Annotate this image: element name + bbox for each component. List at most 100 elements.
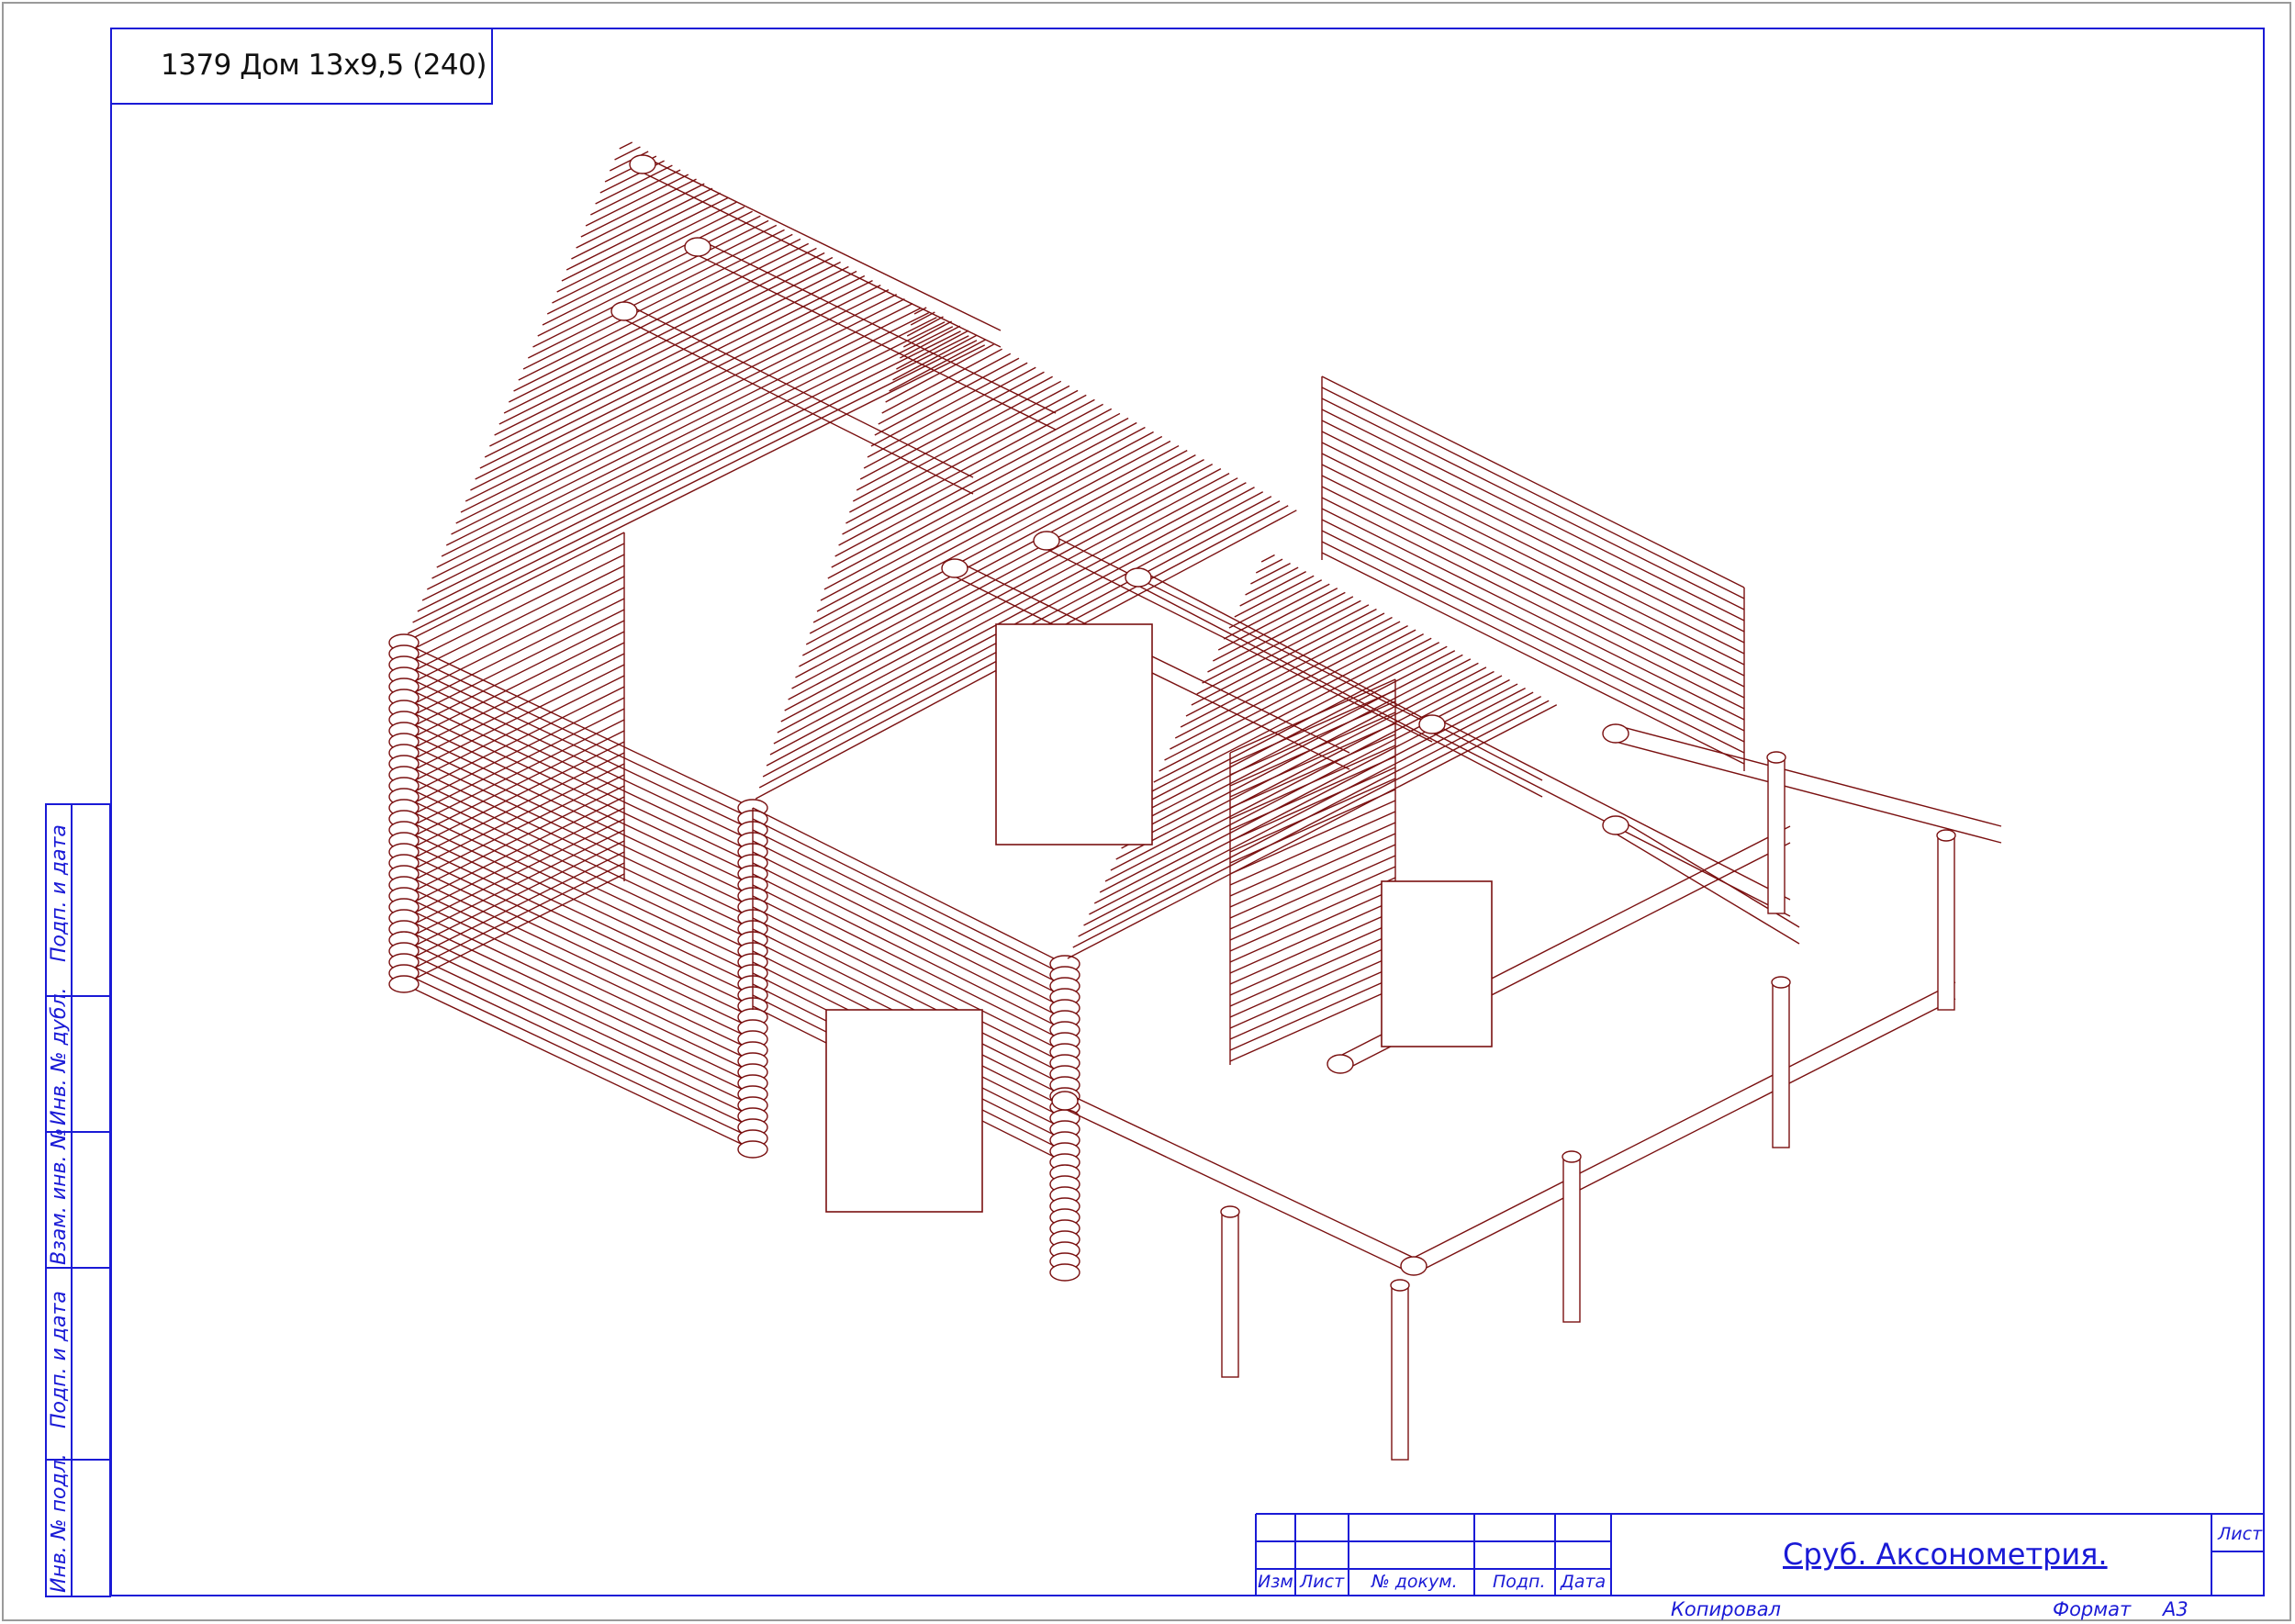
rear-gable-log [881,348,1002,414]
annex-wall-log [1229,910,1396,985]
annex-wall-log [1229,932,1396,1007]
front-center-wall-log [752,895,1066,1053]
rear-gable-log [896,330,969,370]
ridge-beam [642,155,1002,331]
rear-gable-log [827,417,1129,579]
porch-gable-log [1115,666,1487,860]
main-gable-log [470,284,881,491]
front-left-wall-log [403,917,754,1084]
front-left-wall-log [403,719,754,886]
front-left-wall-log [403,818,754,985]
front-left-wall-log [403,774,754,941]
annex-side-wall-log [1321,398,1745,610]
front-left-wall-log [403,873,754,1040]
porch-gable-log [1196,604,1370,695]
front-left-wall-log [403,895,754,1062]
drawing-title: Сруб. Аксонометрия. [1783,1537,2108,1572]
front-left-wall-log [403,906,754,1073]
left-side-wall-log [403,719,625,831]
porch-post-6-top [1766,751,1786,764]
main-gable-log [580,178,697,238]
main-gable-log [561,196,729,282]
left-side-wall-log [403,554,625,666]
annex-wall-log [1229,689,1396,765]
annex-side-wall-log [1321,409,1745,622]
main-gable-log [546,210,753,315]
corner-log-ends-right [1049,1263,1080,1282]
front-center-wall-log [752,851,1066,1009]
rear-gable-log [900,325,961,359]
door-opening-center [995,623,1153,846]
front-left-wall-log [403,741,754,908]
left-side-wall-log [403,851,625,963]
front-left-wall-log [403,928,754,1095]
porch-gable-log [1083,691,1534,926]
rear-gable-log [867,366,1036,458]
rear-gable-log [799,454,1196,667]
sheet-label: Лист [2218,1524,2263,1544]
annex-side-wall-log [1321,519,1745,732]
main-gable-log [552,206,745,304]
rear-gable-log [773,487,1255,745]
front-left-wall-log [403,807,754,974]
rear-gable-log [856,380,1062,491]
front-left-wall-log [403,675,754,842]
porch-gable-log [1255,558,1283,574]
main-gable-log [565,192,722,271]
main-gable-log [595,164,673,205]
main-gable-log [475,279,873,480]
front-left-wall-log [403,983,754,1150]
main-gable-log [426,326,954,590]
annex-side-wall-log [1321,453,1745,666]
annex-wall-log [1229,976,1396,1051]
rear-gable-log [889,339,986,392]
main-gable-log [576,183,705,249]
format-label: Формат [2053,1598,2132,1620]
main-gable-log [441,312,929,557]
front-left-wall-log [403,840,754,1007]
annex-wall-log [1229,734,1396,809]
main-gable-log [522,233,793,370]
front-left-wall-log [403,851,754,1018]
porch-gable-log [1228,579,1323,629]
front-left-wall-log [403,708,754,875]
annex-wall-log [1229,965,1396,1040]
purlin-beam-6-end [1418,714,1446,734]
left-side-wall-log [403,653,625,765]
main-gable-log [484,270,857,458]
annex-wall-log [1229,954,1396,1029]
front-left-wall-log [403,686,754,853]
annex-side-wall-log [1321,464,1745,677]
purlin-beam-1 [697,254,1057,431]
rear-gable-log [812,435,1163,623]
annex-side-wall-log [1321,475,1745,688]
porch-beam-front [1064,1092,1415,1259]
annex-side-wall-log [1321,497,1745,710]
left-side-wall-log [403,642,625,754]
porch-beam-side-end [1400,1256,1427,1276]
annex-wall-log [1229,877,1396,952]
front-left-wall-log [403,664,754,831]
porch-beam-side [1413,981,1956,1259]
porch-gable-log [1110,670,1495,871]
purlin-beam-2 [623,319,974,495]
rear-gable-log [831,412,1121,568]
left-side-wall-log [403,807,625,919]
porch-gable-log [1132,654,1463,827]
col-signature-label: Подп. [1493,1572,1546,1592]
left-side-wall-log [403,664,625,776]
rear-gable-log [838,403,1103,546]
porch-beam-rear-end [1602,723,1629,744]
front-center-wall-log [752,862,1066,1020]
window-opening-front [825,1009,983,1213]
annex-wall-log [1229,789,1396,864]
left-side-wall-log [403,774,625,886]
porch-gable-log [1260,554,1275,563]
left-side-wall-log [403,576,625,688]
main-gable-log [412,340,978,623]
annex-wall-log [1229,678,1396,754]
annex-wall-log [1229,722,1396,798]
main-gable-log [489,265,849,447]
rear-gable-log [906,316,944,337]
